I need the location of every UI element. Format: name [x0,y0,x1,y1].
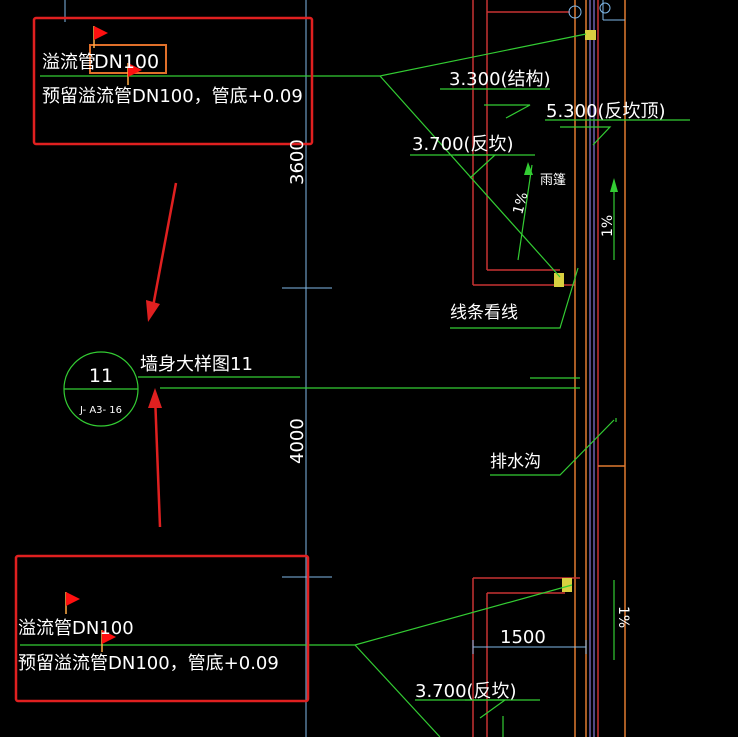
top-note-prefix: 溢流管 [42,52,96,73]
canopy-label: 雨篷 [540,173,566,188]
pipe-marker [585,30,596,40]
slope-arrow [524,162,533,175]
elevation-upturn-top: 5.300(反坎顶) [546,101,666,122]
slope-label: 1% [615,606,631,628]
dimension-lower: 4000 [287,418,308,464]
pipe-marker [554,273,564,287]
highlight-box-bottom [14,554,310,703]
dimension-upper: 3600 [287,139,308,185]
top-note-line2: 预留溢流管DN100，管底+0.09 [42,86,303,107]
elevation-upturn-1: 3.700(反坎) [412,134,514,155]
flag-icon [101,630,116,652]
flag-icon [65,592,80,614]
bottom-note-line1: 溢流管DN100 [18,618,134,639]
bottom-note-line2: 预留溢流管DN100，管底+0.09 [18,653,279,674]
elevation-structure: 3.300(结构) [449,69,551,90]
leader-lines [20,33,690,737]
slope-arrow [610,178,618,192]
highlight-box-top [32,16,314,146]
slope-label: 1% [510,190,531,216]
trim-line-label: 线条看线 [450,303,518,323]
red-arrow-up [153,394,162,528]
detail-ref-label: 墙身大样图11 [140,354,253,375]
elevation-upturn-2: 3.700(反坎) [415,681,517,702]
detail-bubble-number: 11 [89,365,113,387]
drain-ditch-label: 排水沟 [490,452,541,472]
red-arrow-down [150,182,178,313]
detail-bubble-sheet: J- A3- 16 [79,405,122,416]
flag-icon [93,26,108,48]
flag-icon [127,63,142,85]
wall-section [472,0,626,737]
slope-label: 1% [600,215,616,237]
top-note-spec: DN100 [94,51,159,73]
dimension-width: 1500 [500,627,546,648]
pipe-marker [562,578,572,592]
